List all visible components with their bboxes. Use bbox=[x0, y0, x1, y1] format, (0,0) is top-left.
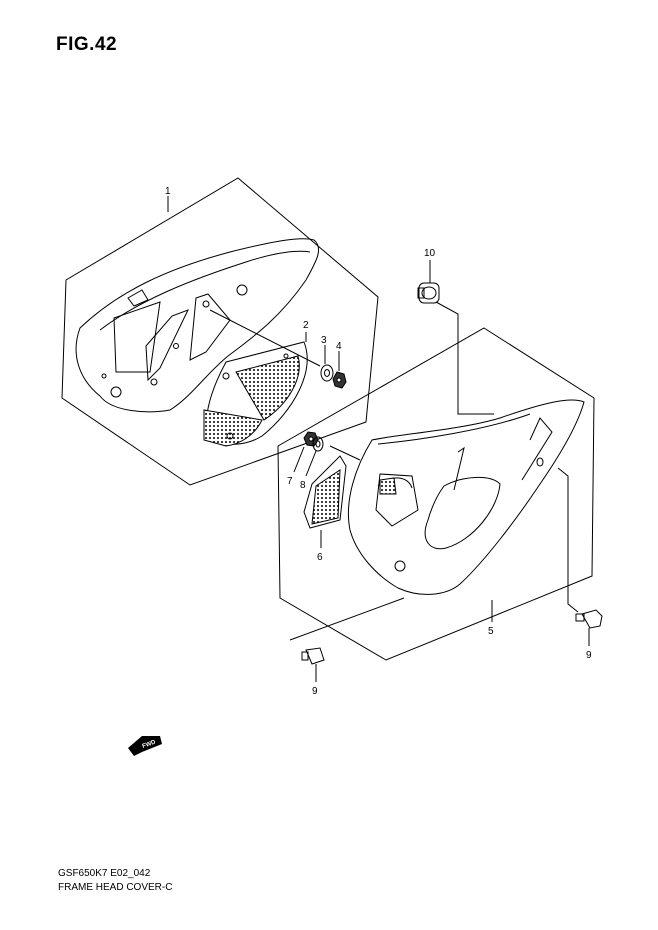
callout-7: 7 bbox=[287, 476, 293, 487]
part-4-nut bbox=[332, 371, 347, 389]
part-1-cover-left bbox=[75, 238, 319, 413]
lower-assembly-box bbox=[277, 327, 595, 661]
callout-2: 2 bbox=[303, 320, 309, 331]
upper-assembly-box bbox=[61, 177, 379, 486]
part-7-nut bbox=[303, 431, 319, 447]
leader-9-right bbox=[557, 467, 579, 613]
callout-4: 4 bbox=[336, 341, 342, 352]
callout-6: 6 bbox=[317, 552, 323, 563]
leader-1-2 bbox=[209, 309, 321, 367]
part-9-bolt-left bbox=[301, 647, 325, 665]
callout-9-left: 9 bbox=[312, 686, 318, 697]
leader-9-left bbox=[289, 597, 405, 641]
part-2-mesh-plate bbox=[203, 341, 308, 447]
callout-5: 5 bbox=[488, 626, 494, 637]
leader-7 bbox=[293, 446, 305, 473]
part-10-grommet bbox=[417, 282, 440, 304]
leader-8 bbox=[305, 450, 317, 477]
part-8-washer bbox=[312, 436, 324, 452]
callout-1: 1 bbox=[165, 186, 171, 197]
fwd-label: FWD bbox=[142, 739, 158, 750]
callout-3: 3 bbox=[321, 335, 327, 346]
part-5-cover-right bbox=[347, 399, 585, 595]
part-3-washer bbox=[320, 364, 334, 382]
callout-9-right: 9 bbox=[586, 650, 592, 661]
fwd-arrow-icon: FWD bbox=[128, 736, 162, 756]
callout-8: 8 bbox=[300, 480, 306, 491]
part-9-bolt-right bbox=[575, 609, 603, 629]
footer-diagram-code: GSF650K7 E02_042 bbox=[58, 868, 151, 879]
part-6-mesh-plate bbox=[303, 445, 361, 529]
callout-10: 10 bbox=[424, 248, 436, 259]
footer-part-name: FRAME HEAD COVER-C bbox=[58, 882, 173, 893]
figure-title: FIG.42 bbox=[56, 34, 118, 55]
leader-10-to-cover bbox=[435, 301, 494, 415]
